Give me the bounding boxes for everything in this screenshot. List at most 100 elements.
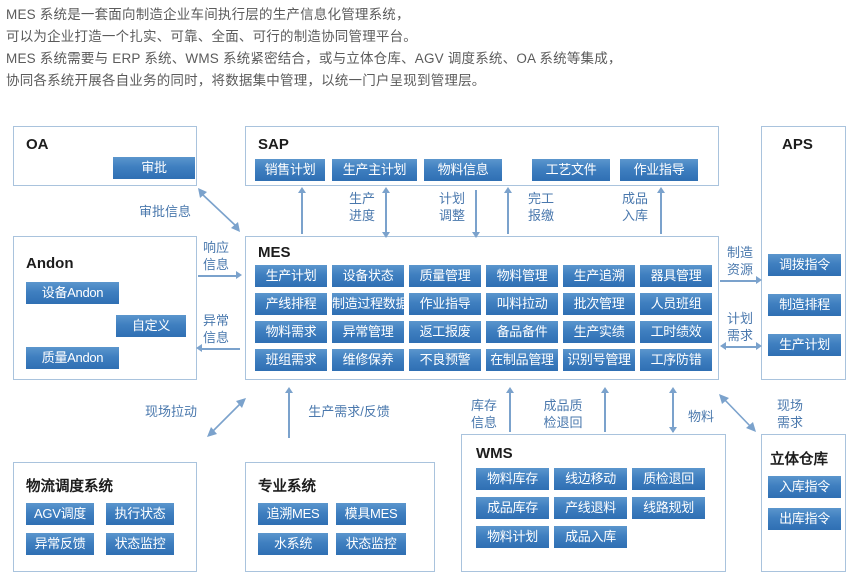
intro-line-3: MES 系统需要与 ERP 系统、WMS 系统紧密结合，或与立体仓库、AGV 调… xyxy=(6,51,622,66)
mes-tag[interactable]: 在制品管理 xyxy=(486,349,558,371)
logistics-tag[interactable]: 执行状态 xyxy=(106,503,174,525)
sap-box[interactable]: SAP 销售计划 生产主计划 物料信息 工艺文件 作业指导 xyxy=(245,126,719,186)
arrow-stock-info-line xyxy=(509,392,511,432)
aps-box[interactable]: APS 调拨指令 制造排程 生产计划 xyxy=(761,126,846,380)
label-plan-adjust-2: 调整 xyxy=(438,208,465,223)
wms-tag[interactable]: 线路规划 xyxy=(632,497,705,519)
label-completion-report-1: 完工 xyxy=(527,191,554,206)
oa-tag-approval[interactable]: 审批 xyxy=(113,157,195,179)
wms-tag[interactable]: 线边移动 xyxy=(554,468,627,490)
label-prod-progress-1: 生产 xyxy=(348,191,375,206)
mes-tag[interactable]: 备品备件 xyxy=(486,321,558,343)
wms-tag[interactable]: 成品入库 xyxy=(554,526,627,548)
aps-tag-transfer-order[interactable]: 调拨指令 xyxy=(768,254,841,276)
arrow-finished-in-head xyxy=(657,187,665,193)
intro-line-1: MES 系统是一套面向制造企业车间执行层的生产信息化管理系统， xyxy=(6,7,410,22)
label-stock-info-1: 库存 xyxy=(470,398,497,413)
arrow-site-demand xyxy=(718,392,758,434)
mes-tag[interactable]: 批次管理 xyxy=(563,293,635,315)
warehouse-tag-inbound[interactable]: 入库指令 xyxy=(768,476,841,498)
label-plan-demand-2: 需求 xyxy=(726,328,753,343)
warehouse-box[interactable]: 立体仓库 入库指令 出库指令 xyxy=(761,434,846,572)
arrow-material-head-up xyxy=(669,387,677,393)
sap-tag-sales-plan[interactable]: 销售计划 xyxy=(255,159,325,181)
special-tag[interactable]: 追溯MES xyxy=(258,503,328,525)
mes-tag[interactable]: 物料需求 xyxy=(255,321,327,343)
aps-tag-production-plan[interactable]: 生产计划 xyxy=(768,334,841,356)
mes-tag[interactable]: 班组需求 xyxy=(255,349,327,371)
oa-box[interactable]: OA 审批 xyxy=(13,126,197,186)
mes-tag[interactable]: 生产计划 xyxy=(255,265,327,287)
mes-tag[interactable]: 维修保养 xyxy=(332,349,404,371)
sap-tag-work-instruction[interactable]: 作业指导 xyxy=(620,159,698,181)
label-mfg-resource-1: 制造 xyxy=(726,245,753,260)
sap-tag-process-doc[interactable]: 工艺文件 xyxy=(532,159,610,181)
andon-tag-quality[interactable]: 质量Andon xyxy=(26,347,119,369)
sap-title: SAP xyxy=(258,136,289,153)
logistics-tag[interactable]: AGV调度 xyxy=(26,503,94,525)
arrow-material-head-down xyxy=(669,427,677,433)
label-prod-progress-2: 进度 xyxy=(348,208,375,223)
label-fg-qc-return-1: 成品质 xyxy=(543,398,583,413)
mes-tag[interactable]: 工时绩效 xyxy=(640,321,712,343)
arrow-oa-mes xyxy=(196,188,242,232)
mes-tag[interactable]: 不良预警 xyxy=(409,349,481,371)
mes-tag[interactable]: 质量管理 xyxy=(409,265,481,287)
warehouse-tag-outbound[interactable]: 出库指令 xyxy=(768,508,841,530)
special-tag[interactable]: 水系统 xyxy=(258,533,328,555)
mes-tag[interactable]: 作业指导 xyxy=(409,293,481,315)
logistics-tag[interactable]: 异常反馈 xyxy=(26,533,94,555)
special-tag[interactable]: 状态监控 xyxy=(336,533,406,555)
wms-tag[interactable]: 质检退回 xyxy=(632,468,705,490)
label-finished-in-1: 成品 xyxy=(621,191,648,206)
sap-tag-master-plan[interactable]: 生产主计划 xyxy=(332,159,417,181)
mes-tag[interactable]: 产线排程 xyxy=(255,293,327,315)
mes-tag[interactable]: 叫料拉动 xyxy=(486,293,558,315)
label-plan-adjust-1: 计划 xyxy=(438,191,465,206)
label-site-pull: 现场拉动 xyxy=(144,404,197,419)
special-tag[interactable]: 模具MES xyxy=(336,503,406,525)
arrow-prod-progress-head-down xyxy=(382,232,390,238)
arrow-completion-report-line xyxy=(507,192,509,234)
andon-title: Andon xyxy=(26,255,74,272)
andon-tag-equipment[interactable]: 设备Andon xyxy=(26,282,119,304)
intro-line-2: 可以为企业打造一个扎实、可靠、全面、可行的制造协同管理平台。 xyxy=(6,29,417,44)
mes-tag[interactable]: 识别号管理 xyxy=(563,349,635,371)
mes-tag[interactable]: 人员班组 xyxy=(640,293,712,315)
arrow-plan-adjust-line xyxy=(475,190,477,234)
label-finished-in-2: 入库 xyxy=(621,208,648,223)
logistics-box[interactable]: 物流调度系统 AGV调度执行状态异常反馈状态监控 xyxy=(13,462,197,572)
logistics-title: 物流调度系统 xyxy=(26,479,113,495)
sap-tag-material-info[interactable]: 物料信息 xyxy=(424,159,502,181)
mes-tag[interactable]: 生产追溯 xyxy=(563,265,635,287)
logistics-tag[interactable]: 状态监控 xyxy=(106,533,174,555)
arrow-plan-demand-head-right xyxy=(756,342,762,350)
label-response-info-2: 信息 xyxy=(202,257,229,272)
arrow-prod-progress-head-up xyxy=(382,187,390,193)
andon-tag-custom[interactable]: 自定义 xyxy=(116,315,186,337)
wms-tag[interactable]: 成品库存 xyxy=(476,497,549,519)
andon-box[interactable]: Andon 设备Andon 自定义 质量Andon xyxy=(13,236,197,380)
mes-tag[interactable]: 设备状态 xyxy=(332,265,404,287)
label-stock-info-2: 信息 xyxy=(470,415,497,430)
wms-tag[interactable]: 产线退料 xyxy=(554,497,627,519)
mes-box[interactable]: MES 生产计划设备状态质量管理物料管理生产追溯器具管理产线排程制造过程数据作业… xyxy=(245,236,719,380)
mes-tag[interactable]: 制造过程数据 xyxy=(332,293,404,315)
mes-tag[interactable]: 物料管理 xyxy=(486,265,558,287)
arrow-mes-to-andon-line xyxy=(202,348,240,350)
mes-tag[interactable]: 工序防错 xyxy=(640,349,712,371)
mes-tag[interactable]: 器具管理 xyxy=(640,265,712,287)
wms-tag[interactable]: 物料计划 xyxy=(476,526,549,548)
aps-tag-mfg-schedule[interactable]: 制造排程 xyxy=(768,294,841,316)
wms-box[interactable]: WMS 物料库存线边移动质检退回成品库存产线退料线路规划物料计划成品入库 xyxy=(461,434,726,572)
label-fg-qc-return-2: 检退回 xyxy=(543,415,583,430)
mes-tag[interactable]: 生产实绩 xyxy=(563,321,635,343)
wms-tag[interactable]: 物料库存 xyxy=(476,468,549,490)
mes-tag[interactable]: 返工报废 xyxy=(409,321,481,343)
mes-title: MES xyxy=(258,244,291,261)
arrow-mfg-resource-line xyxy=(720,280,756,282)
arrow-mes-to-andon-head xyxy=(196,344,202,352)
label-approval-info: 审批信息 xyxy=(138,204,191,219)
mes-tag[interactable]: 异常管理 xyxy=(332,321,404,343)
